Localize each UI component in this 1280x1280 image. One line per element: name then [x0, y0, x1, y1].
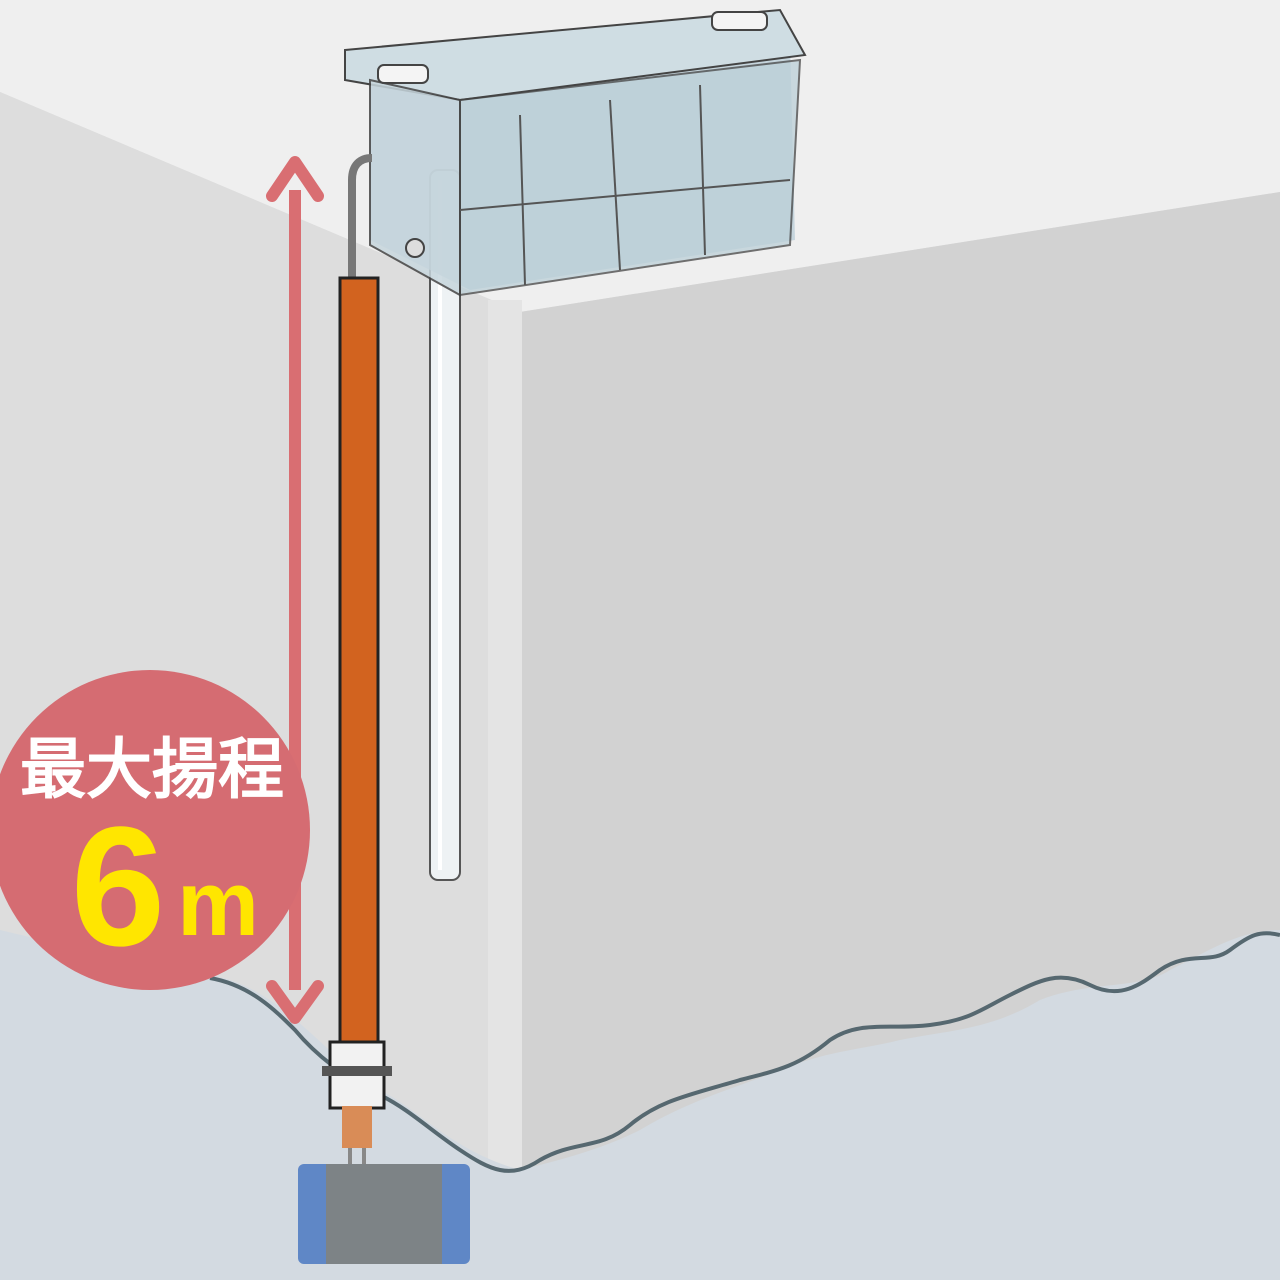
badge-value: 6 [71, 792, 166, 982]
orange-hose [338, 276, 380, 1048]
badge-unit: m [177, 853, 259, 955]
pump-body [326, 1164, 442, 1264]
max-head-badge: 最大揚程 6 m [0, 670, 310, 990]
tank-handle-left [377, 64, 429, 84]
tank-top-rim [344, 8, 807, 102]
tank-fitting [405, 238, 425, 258]
tank-side [459, 58, 802, 297]
badge-label: 最大揚程 [20, 731, 284, 808]
tank-handle-right [711, 11, 768, 31]
pump-icon [298, 1164, 470, 1264]
wall-corner-edge [488, 300, 522, 1280]
hose-clamp [322, 1066, 392, 1076]
badge-circle [0, 670, 310, 990]
arrow-head-bottom [266, 980, 324, 1024]
arrow-head-top [266, 156, 324, 202]
tank-icon [344, 8, 807, 297]
pump-outlet [342, 1106, 372, 1148]
hose-upper [348, 154, 373, 280]
